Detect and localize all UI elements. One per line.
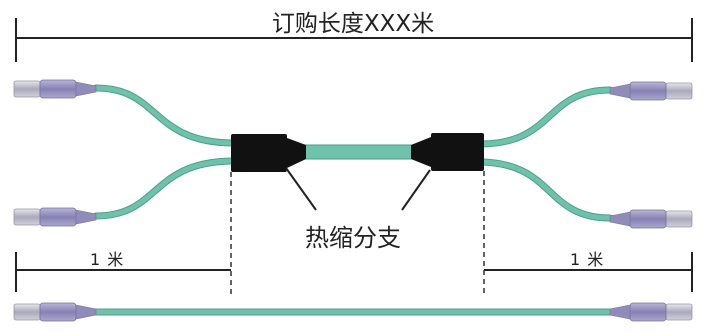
- left-upper-leg-edge: [92, 84, 236, 147]
- left-length-label: 1 米: [90, 250, 125, 269]
- total-length-dimension: [15, 18, 693, 62]
- bottom-right-connector: [609, 302, 693, 322]
- right-length-dimension: [484, 252, 693, 292]
- right-lower-connector: [609, 209, 693, 229]
- bottom-left-connector: [13, 302, 97, 322]
- right-upper-connector: [609, 81, 693, 101]
- right-length-label: 1 米: [570, 250, 605, 269]
- heat-shrink-label: 热缩分支: [305, 224, 401, 252]
- right-heat-shrink-sleeve: [411, 133, 484, 171]
- right-leader-line: [401, 169, 431, 211]
- left-upper-connector: [13, 79, 97, 99]
- left-lower-leg: [93, 158, 235, 219]
- order-length-title: 订购长度XXX米: [271, 11, 435, 37]
- left-length-dimension: [15, 252, 231, 292]
- right-upper-leg: [479, 87, 613, 147]
- right-lower-leg: [479, 159, 613, 221]
- bottom-simplex-cable: [13, 302, 693, 322]
- left-upper-leg: [93, 85, 235, 146]
- left-lower-leg-edge: [92, 157, 236, 220]
- left-leader-line: [285, 167, 317, 211]
- left-lower-connector: [13, 207, 97, 227]
- left-heat-shrink-sleeve: [231, 134, 306, 172]
- breakout-cable: [13, 79, 693, 229]
- trunk-cable: [299, 144, 419, 160]
